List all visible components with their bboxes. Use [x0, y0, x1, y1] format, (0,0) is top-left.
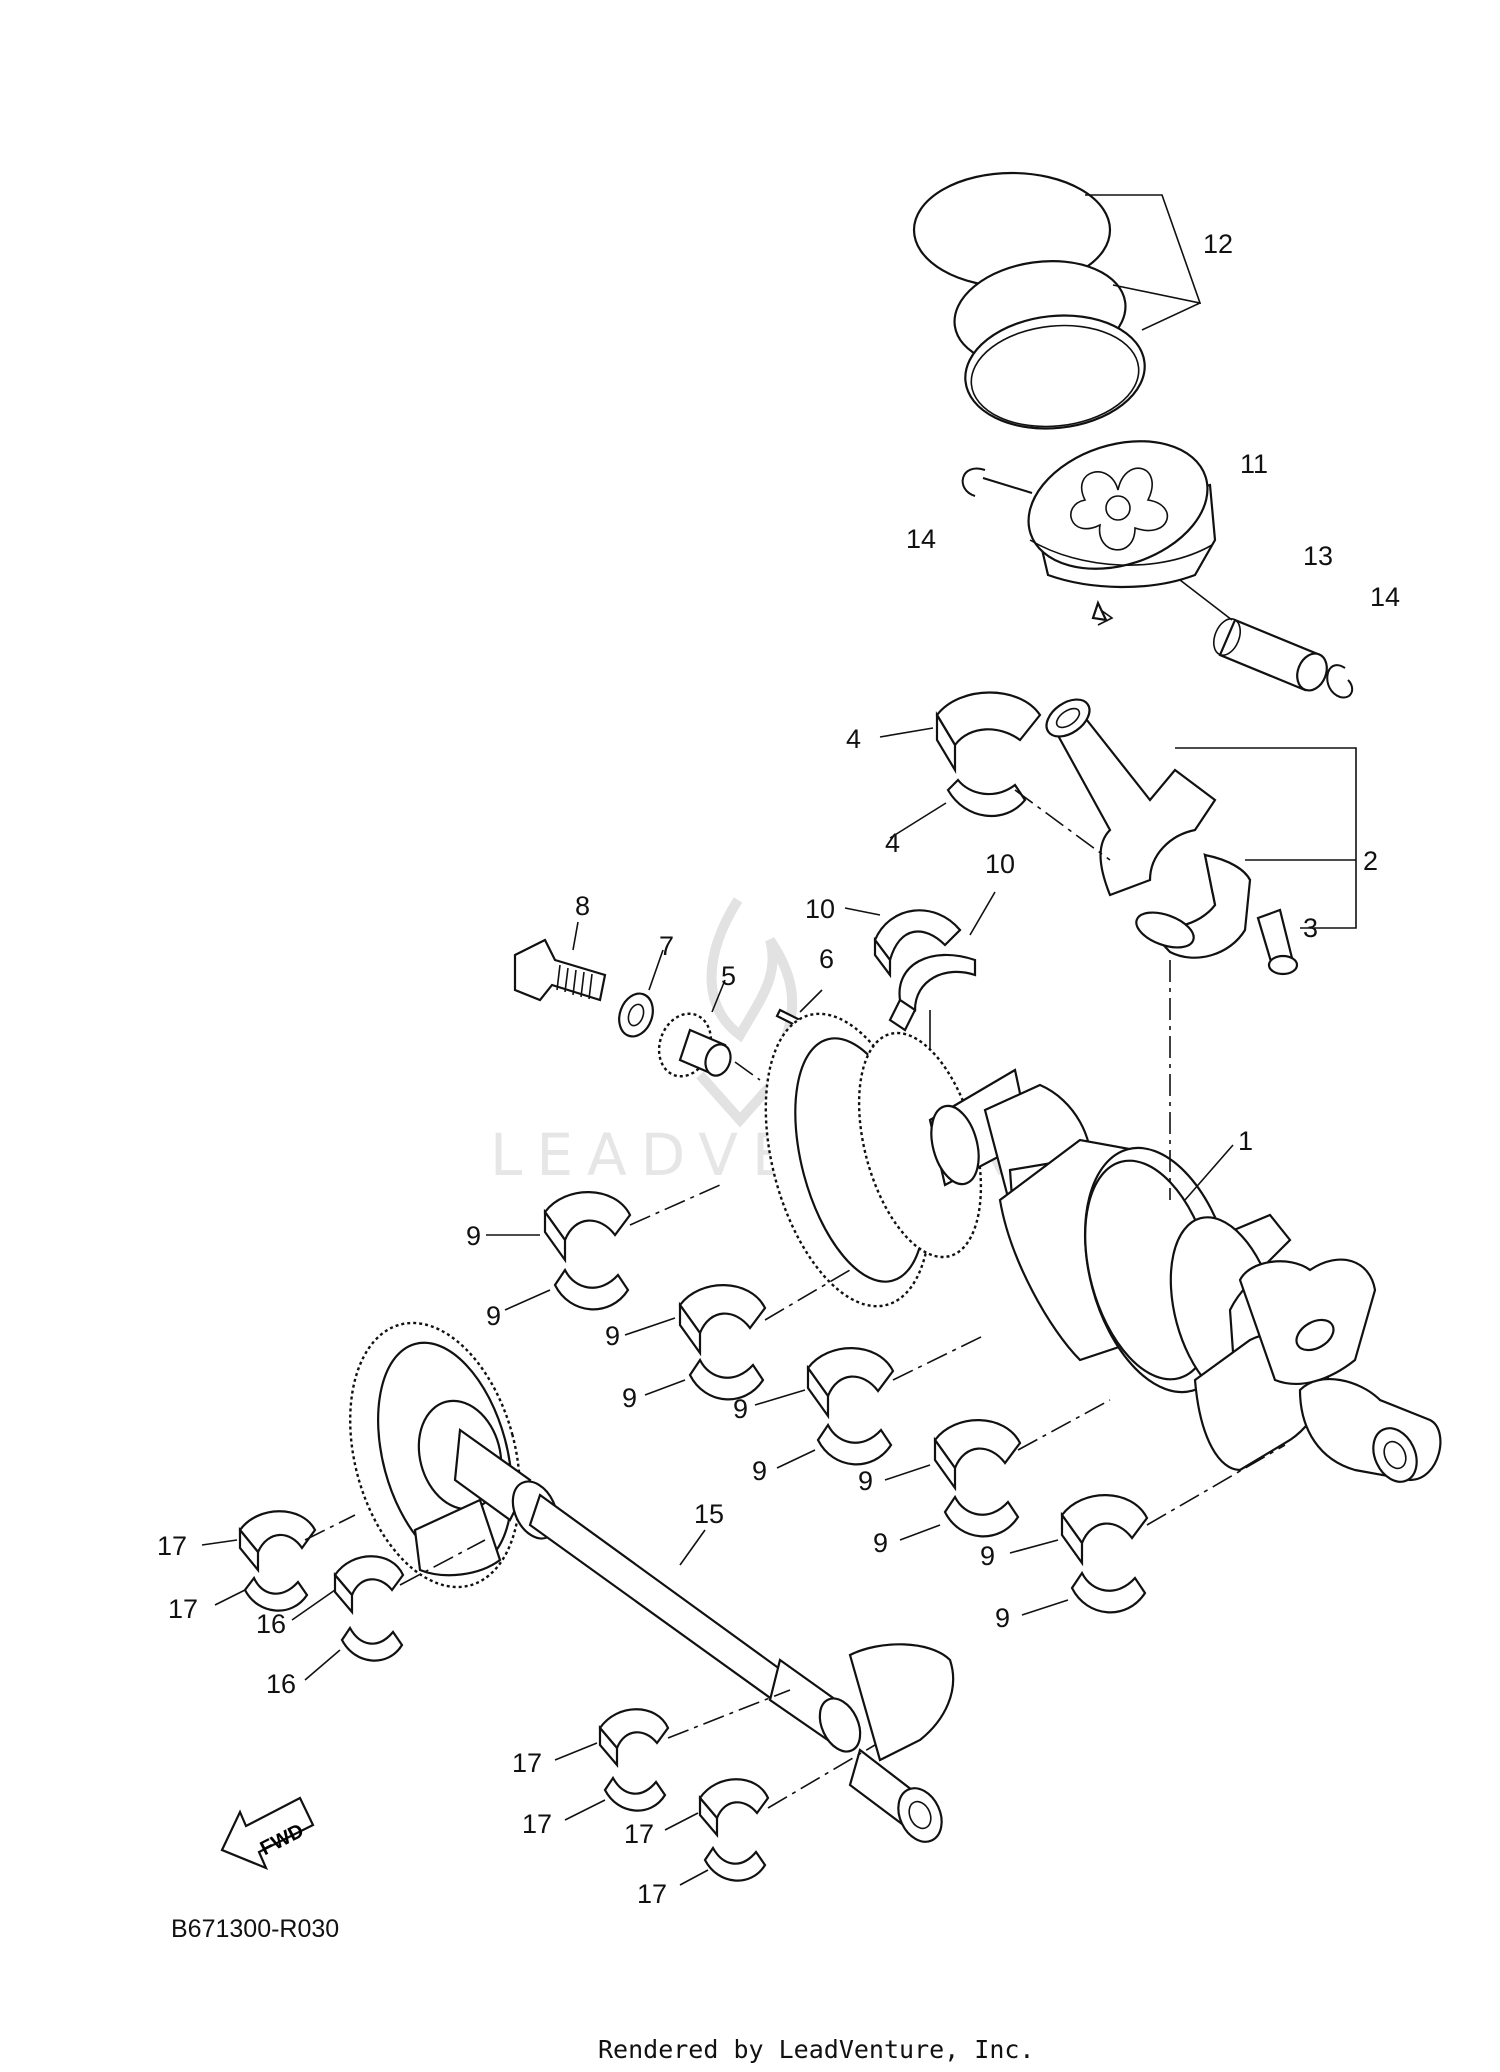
label-15: 15 — [694, 1499, 724, 1529]
balancer-bearings — [238, 1510, 770, 1882]
piston — [1027, 440, 1217, 626]
label-16a: 16 — [256, 1609, 286, 1639]
connecting-rod — [1045, 698, 1252, 959]
label-1: 1 — [1238, 1126, 1253, 1156]
label-12: 12 — [1203, 229, 1233, 259]
label-10a: 10 — [805, 894, 835, 924]
label-4a: 4 — [846, 724, 861, 754]
label-9h: 9 — [873, 1528, 888, 1558]
leader-12 — [1085, 194, 1202, 331]
label-5: 5 — [721, 961, 736, 991]
label-6: 6 — [819, 944, 834, 974]
label-9c: 9 — [605, 1321, 620, 1351]
render-credit: Rendered by LeadVenture, Inc. — [598, 2035, 1035, 2064]
label-17e: 17 — [624, 1819, 654, 1849]
label-9e: 9 — [733, 1394, 748, 1424]
label-11: 11 — [1240, 449, 1268, 479]
big-end-bearing-upper — [935, 691, 1042, 774]
leader-2-3 — [1175, 747, 1357, 929]
label-7: 7 — [659, 931, 674, 961]
label-16b: 16 — [266, 1669, 296, 1699]
conrod-bolt — [1256, 908, 1299, 976]
label-13: 13 — [1303, 541, 1333, 571]
piston-rings — [912, 171, 1146, 430]
main-bearings — [543, 1191, 1149, 1614]
diagram-code: B671300-R030 — [171, 1915, 339, 1943]
piston-pin — [1212, 618, 1328, 692]
crank-washer — [618, 992, 654, 1038]
timing-sprocket — [657, 1012, 732, 1078]
part-labels: 1 2 3 4 4 5 6 7 8 9 9 9 9 9 9 9 9 9 9 10… — [157, 229, 1400, 1909]
label-17d: 17 — [522, 1809, 552, 1839]
label-9b: 9 — [486, 1301, 501, 1331]
crankshaft — [764, 1012, 1442, 1483]
label-2: 2 — [1363, 846, 1378, 876]
label-17b: 17 — [168, 1594, 198, 1624]
balancer-shaft — [348, 1321, 955, 1843]
crank-bolt — [513, 938, 607, 1002]
label-14b: 14 — [1370, 582, 1400, 612]
label-3: 3 — [1303, 913, 1318, 943]
label-9d: 9 — [622, 1383, 637, 1413]
thrust-bearings — [873, 909, 977, 1032]
label-4b: 4 — [885, 828, 900, 858]
label-10b: 10 — [985, 849, 1015, 879]
label-14a: 14 — [906, 524, 936, 554]
label-17f: 17 — [637, 1879, 667, 1909]
label-9f: 9 — [752, 1456, 767, 1486]
label-17a: 17 — [157, 1531, 187, 1561]
label-9a: 9 — [466, 1221, 481, 1251]
label-9j: 9 — [995, 1603, 1010, 1633]
piston-pin-clip-left — [961, 467, 986, 497]
label-9g: 9 — [858, 1466, 873, 1496]
label-8: 8 — [575, 891, 590, 921]
fwd-arrow: FWD — [220, 1796, 315, 1871]
piston-pin-clip-right — [1326, 664, 1354, 699]
label-9i: 9 — [980, 1541, 995, 1571]
big-end-bearing-lower — [946, 778, 1027, 818]
label-17c: 17 — [512, 1748, 542, 1778]
